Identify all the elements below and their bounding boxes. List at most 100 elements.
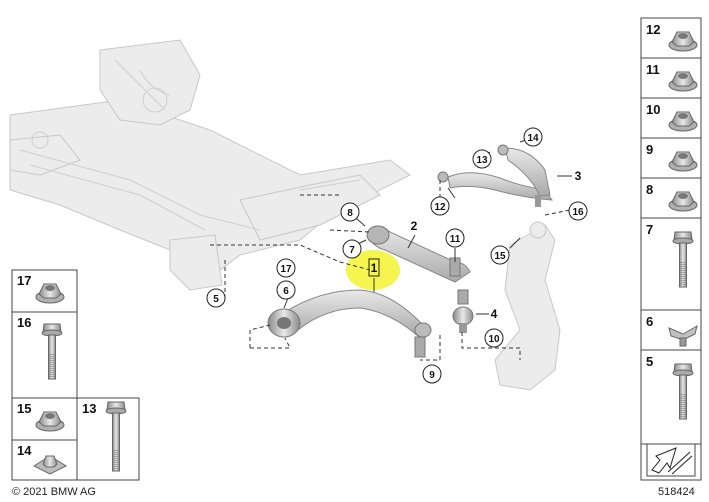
callout-label: 13 [476,155,488,166]
right-legend-row-8: 8 [641,182,701,219]
legend-label: 7 [646,222,653,237]
right-legend-row-6: 6 [641,314,701,351]
callout-3: 3 [575,169,582,183]
callout-label: 11 [450,234,461,245]
section-view-arrow-icon [646,443,696,477]
callout-label: 3 [575,169,582,183]
left-legend-row-14: 14 [11,439,78,481]
callout-label: 16 [572,207,584,218]
callout-14: 14 [523,127,543,147]
right-legend-row-11: 11 [641,62,701,99]
callout-12: 12 [430,196,450,216]
legend-label: 14 [17,443,32,458]
flange-bolt-icon [672,363,694,420]
flange-nut-icon [35,411,65,432]
callout-circle [484,328,504,348]
left-legend-row-16: 16 [11,311,78,399]
callout-circle [342,239,362,259]
cage-nut-icon [32,455,68,475]
callout-label: 17 [280,264,292,275]
callout-circle [276,258,296,278]
hex-bolt-icon [672,231,694,288]
legend-label: 11 [646,62,660,77]
callout-2: 2 [411,219,418,233]
callout-11: 11 [445,228,465,248]
spring-clip-icon [668,324,698,347]
callout-circle [568,201,588,221]
callout-circle [472,149,492,169]
callout-label: 7 [349,245,355,256]
legend-label: 8 [646,182,653,197]
legend-label: 9 [646,142,653,157]
copyright-text: © 2021 BMW AG [12,486,96,498]
callout-circle [276,280,296,300]
callout-5: 5 [206,288,226,308]
callout-1: 1 [368,258,380,277]
callout-circle [340,202,360,222]
long-bolt-icon [105,401,127,472]
callout-circle [490,245,510,265]
callout-circle [430,196,450,216]
legend-label: 13 [82,401,96,416]
wheel-carrier [494,221,561,391]
callout-4: 4 [491,307,498,321]
tension-strut [366,225,471,283]
document-number: 518424 [658,486,695,498]
callout-17: 17 [276,258,296,278]
self-locking-nut-icon [668,71,698,92]
right-legend-row-7: 7 [641,222,701,311]
callout-label: 15 [494,251,506,262]
legend-label: 6 [646,314,653,329]
legend-label: 10 [646,102,660,117]
callout-10: 10 [484,328,504,348]
callout-circle [445,228,465,248]
callout-box [368,258,380,277]
legend-label: 12 [646,22,660,37]
callout-circle [523,127,543,147]
callout-label: 14 [527,133,539,144]
lower-wishbone [267,250,432,358]
left-legend-row-15: 15 [11,397,78,441]
callout-label: 9 [429,370,435,381]
hex-bolt-icon [41,323,63,380]
callout-label: 1 [371,261,378,275]
hex-nut-icon [668,151,698,172]
left-legend-row-17: 17 [11,269,78,313]
collar-nut-icon [668,111,698,132]
left-legend: 17 16 15 13 14 [11,269,140,481]
front-subframe [9,39,411,291]
callout-13: 13 [472,149,492,169]
callout-label: 8 [347,208,353,219]
callout-label: 4 [491,307,498,321]
highlight-marker [346,250,400,290]
flange-nut-icon [35,283,65,304]
callout-9: 9 [422,364,442,384]
callout-6: 6 [276,280,296,300]
callout-label: 6 [283,286,289,297]
legend-label: 15 [17,401,31,416]
right-legend-row-9: 9 [641,142,701,179]
right-legend-row-12: 12 [641,22,701,59]
right-legend-row-10: 10 [641,102,701,139]
ball-joint [452,289,474,333]
callout-circle [422,364,442,384]
upper-wishbone [437,144,554,207]
legend-label: 16 [17,315,31,330]
legend-label: 5 [646,354,653,369]
callout-8: 8 [340,202,360,222]
subframe-edges [19,59,361,231]
callout-label: 2 [411,219,418,233]
callout-label: 12 [434,202,446,213]
flange-nut-icon [668,31,698,52]
callout-7: 7 [342,239,362,259]
flange-nut-icon [668,191,698,212]
callout-label: 5 [213,294,219,305]
left-legend-row-13: 13 [76,397,140,481]
callout-16: 16 [568,201,588,221]
callout-15: 15 [490,245,510,265]
right-legend: 12 11 10 9 8 7 6 5 [640,17,702,481]
callout-label: 10 [488,334,500,345]
callout-circle [206,288,226,308]
